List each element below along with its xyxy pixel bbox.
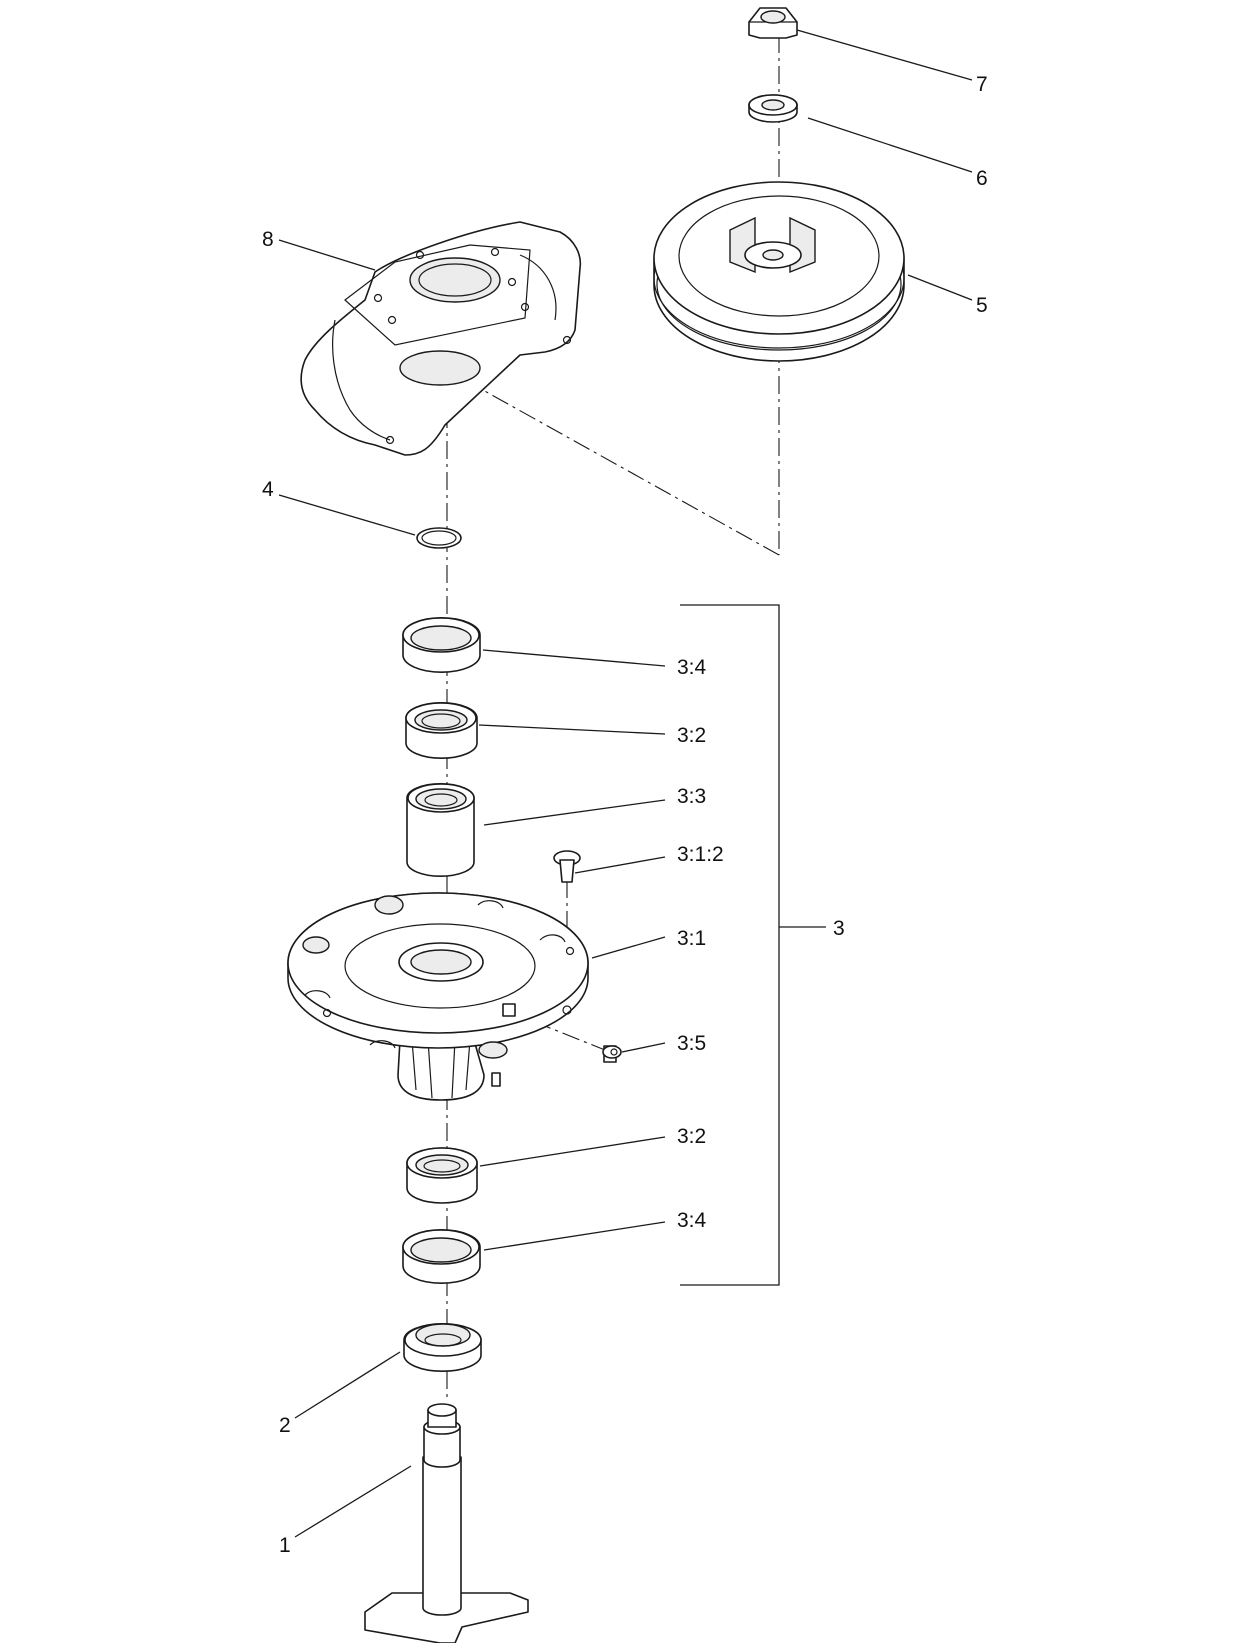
callout-3-3: 3:3 <box>677 785 706 808</box>
spacer-part-3-3 <box>406 782 475 878</box>
bearing-part-3-2-top <box>405 702 478 759</box>
assembly-3-bracket <box>680 604 826 1286</box>
callout-labels: 7 6 5 8 4 3:4 3:2 3:3 3:1:2 3 3:1 3:5 3:… <box>262 73 988 1557</box>
callout-1: 1 <box>279 1534 291 1557</box>
bearing-part-3-2-bottom <box>406 1147 478 1204</box>
callout-7: 7 <box>976 73 988 96</box>
callout-3-2-top: 3:2 <box>677 724 706 747</box>
callout-4: 4 <box>262 478 274 501</box>
housing-part-8 <box>300 221 582 456</box>
o-ring-part-4 <box>416 527 462 549</box>
seal-ring-part-3-4-bottom <box>402 1228 481 1285</box>
leader-lines <box>278 29 973 1538</box>
callout-5: 5 <box>976 294 988 317</box>
callout-3-4-top: 3:4 <box>677 656 707 679</box>
callout-3-4-bottom: 3:4 <box>677 1209 707 1232</box>
washer-part-6 <box>748 94 798 123</box>
spindle-shaft-part-1 <box>364 1403 529 1643</box>
seal-ring-part-3-4-top <box>402 616 481 674</box>
callout-3-1-2: 3:1:2 <box>677 843 724 866</box>
callout-2: 2 <box>279 1414 291 1437</box>
grease-fitting-part-3-5 <box>602 1045 622 1063</box>
callout-8: 8 <box>262 228 274 251</box>
callout-3: 3 <box>833 917 845 940</box>
callout-3-5: 3:5 <box>677 1032 706 1055</box>
spindle-housing-part-3-1 <box>287 892 589 1101</box>
callout-6: 6 <box>976 167 988 190</box>
callout-3-2-bottom: 3:2 <box>677 1125 706 1148</box>
pulley-part-5 <box>653 181 905 362</box>
bolt-part-3-1-2 <box>553 850 581 883</box>
hex-nut-part-7 <box>748 7 798 39</box>
callout-3-1: 3:1 <box>677 927 706 950</box>
seal-part-2 <box>403 1322 482 1373</box>
